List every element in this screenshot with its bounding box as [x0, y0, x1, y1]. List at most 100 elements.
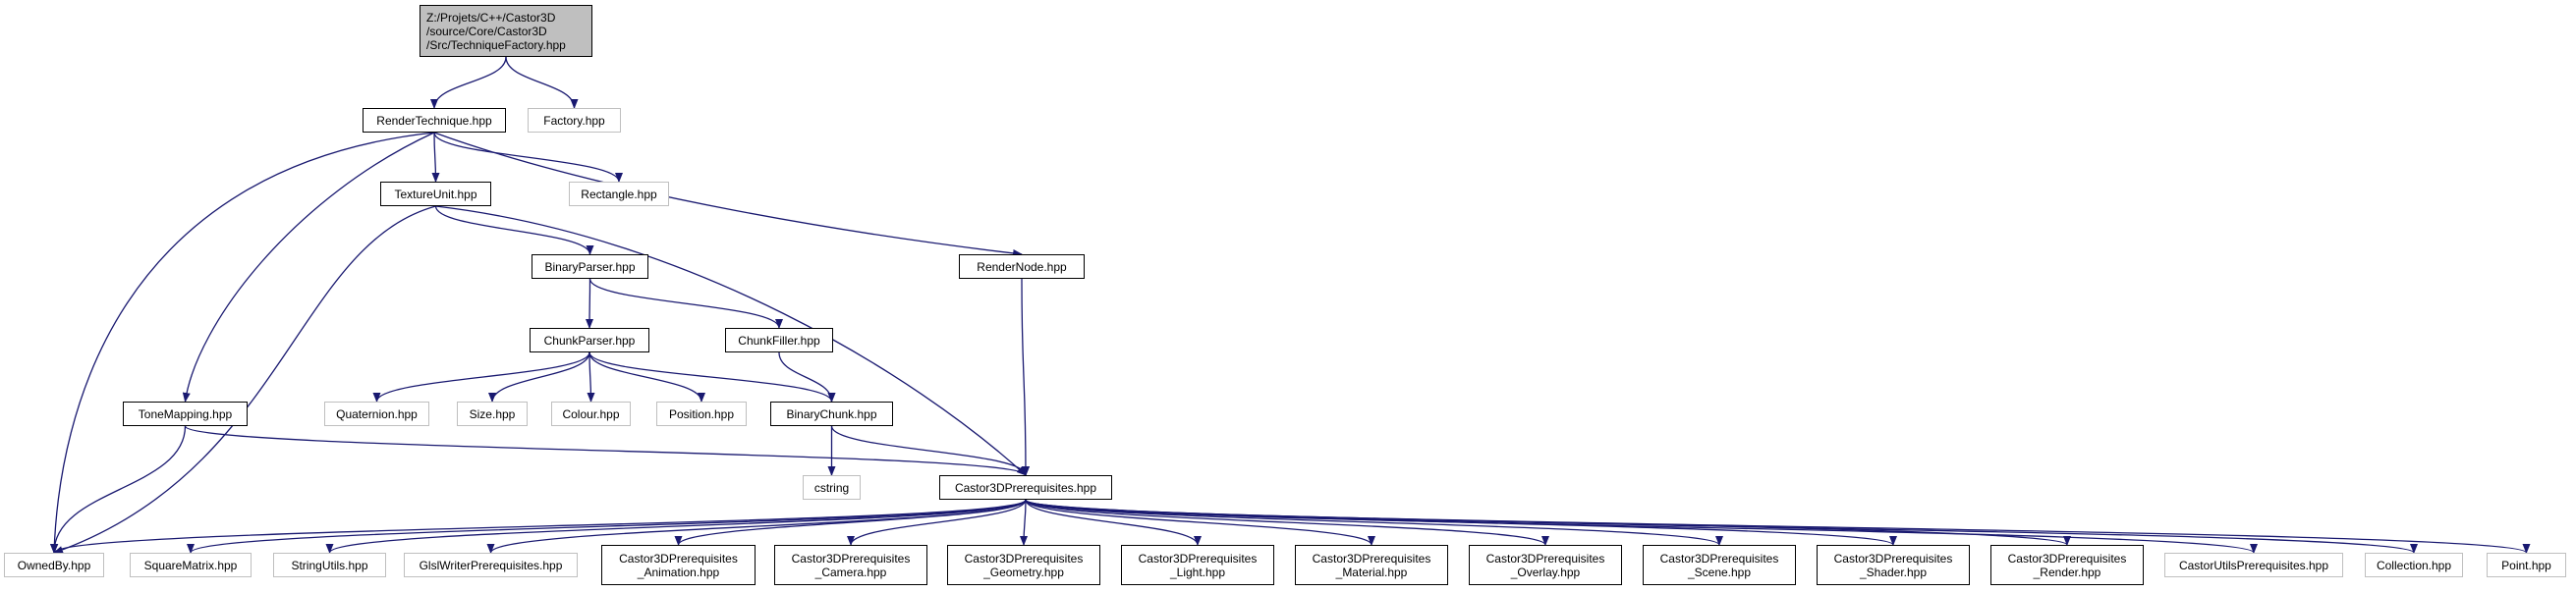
node-label-line: _Overlay.hpp	[1510, 565, 1581, 579]
node-rectangle[interactable]: Rectangle.hpp	[569, 182, 669, 206]
node-label-line: RenderNode.hpp	[977, 259, 1067, 274]
node-factory[interactable]: Factory.hpp	[528, 108, 621, 133]
edge-render-technique-to-render-node	[433, 132, 1023, 257]
edge-chunk-parser-to-size	[488, 351, 590, 403]
edge-castor3d-prereq-to-prereq-material	[1025, 499, 1375, 546]
node-colour[interactable]: Colour.hpp	[551, 402, 631, 426]
node-texture-unit[interactable]: TextureUnit.hpp	[380, 182, 491, 206]
edge-castor3d-prereq-to-owned-by	[50, 499, 1027, 554]
node-point[interactable]: Point.hpp	[2487, 553, 2566, 577]
node-prereq-light[interactable]: Castor3DPrerequisites_Light.hpp	[1121, 545, 1274, 585]
node-label-line: ToneMapping.hpp	[138, 406, 233, 421]
node-chunk-parser[interactable]: ChunkParser.hpp	[530, 328, 649, 352]
node-label-line: Position.hpp	[668, 406, 735, 421]
node-castor-utils-prereq[interactable]: CastorUtilsPrerequisites.hpp	[2164, 553, 2343, 577]
node-label-line: _Animation.hpp	[637, 565, 720, 579]
node-binary-chunk[interactable]: BinaryChunk.hpp	[770, 402, 893, 426]
edge-texture-unit-to-castor3d-prereq	[435, 205, 1027, 476]
edge-render-technique-to-texture-unit	[431, 132, 440, 183]
node-label-line: OwnedBy.hpp	[17, 558, 91, 572]
node-prereq-geometry[interactable]: Castor3DPrerequisites_Geometry.hpp	[947, 545, 1100, 585]
node-string-utils[interactable]: StringUtils.hpp	[273, 553, 386, 577]
node-label-line: Factory.hpp	[543, 113, 605, 128]
edge-castor3d-prereq-to-prereq-scene	[1025, 499, 1723, 546]
node-tone-mapping[interactable]: ToneMapping.hpp	[123, 402, 248, 426]
edge-castor3d-prereq-to-prereq-geometry	[1020, 499, 1029, 546]
node-label-line: Castor3DPrerequisites	[1659, 551, 1779, 566]
node-label-line: /source/Core/Castor3D	[426, 24, 547, 38]
edge-binary-parser-to-chunk-filler	[588, 278, 783, 329]
node-collection[interactable]: Collection.hpp	[2365, 553, 2463, 577]
node-cstring[interactable]: cstring	[803, 475, 861, 500]
node-prereq-overlay[interactable]: Castor3DPrerequisites_Overlay.hpp	[1469, 545, 1622, 585]
node-label-line: Castor3DPrerequisites	[1485, 551, 1605, 566]
node-render-technique[interactable]: RenderTechnique.hpp	[363, 108, 506, 133]
node-prereq-scene[interactable]: Castor3DPrerequisites_Scene.hpp	[1643, 545, 1796, 585]
node-label-line: ChunkParser.hpp	[543, 333, 636, 348]
edge-castor3d-prereq-to-prereq-light	[1025, 499, 1202, 546]
node-label-line: _Scene.hpp	[1687, 565, 1752, 579]
edge-binary-chunk-to-castor3d-prereq	[830, 425, 1030, 476]
node-label-line: Colour.hpp	[562, 406, 620, 421]
node-label-line: BinaryChunk.hpp	[786, 406, 877, 421]
node-label-line: Castor3DPrerequisites	[964, 551, 1084, 566]
node-prereq-animation[interactable]: Castor3DPrerequisites_Animation.hpp	[601, 545, 756, 585]
node-label-line: Z:/Projets/C++/Castor3D	[426, 10, 556, 25]
edge-binary-parser-to-chunk-parser	[586, 278, 594, 329]
edge-chunk-parser-to-position	[588, 351, 705, 403]
node-quaternion[interactable]: Quaternion.hpp	[324, 402, 429, 426]
edge-render-technique-to-rectangle	[433, 132, 623, 183]
node-glsl-writer-prereq[interactable]: GlslWriterPrerequisites.hpp	[404, 553, 578, 577]
edge-castor3d-prereq-to-prereq-overlay	[1025, 499, 1549, 546]
node-label-line: Quaternion.hpp	[336, 406, 418, 421]
node-owned-by[interactable]: OwnedBy.hpp	[4, 553, 104, 577]
node-label-line: Point.hpp	[2501, 558, 2551, 572]
node-binary-parser[interactable]: BinaryParser.hpp	[532, 254, 648, 279]
dependency-edges	[50, 56, 2530, 554]
node-chunk-filler[interactable]: ChunkFiller.hpp	[725, 328, 833, 352]
edge-castor3d-prereq-to-square-matrix	[187, 499, 1027, 554]
edge-castor3d-prereq-to-prereq-animation	[674, 499, 1027, 546]
node-label-line: cstring	[813, 480, 850, 495]
edge-chunk-filler-to-binary-chunk	[778, 351, 836, 403]
node-prereq-render[interactable]: Castor3DPrerequisites_Render.hpp	[1990, 545, 2144, 585]
edge-render-node-to-castor3d-prereq	[1021, 278, 1030, 476]
node-label-line: Castor3DPrerequisites.hpp	[954, 480, 1097, 495]
node-prereq-shader[interactable]: Castor3DPrerequisites_Shader.hpp	[1817, 545, 1970, 585]
edge-castor3d-prereq-to-castor-utils-prereq	[1025, 499, 2258, 554]
node-label-line: Size.hpp	[469, 406, 516, 421]
edge-render-technique-to-tone-mapping	[182, 132, 435, 403]
node-label-line: CastorUtilsPrerequisites.hpp	[2178, 558, 2329, 572]
node-label-line: StringUtils.hpp	[291, 558, 368, 572]
edge-texture-unit-to-owned-by	[53, 205, 436, 554]
node-label-line: _Material.hpp	[1335, 565, 1408, 579]
node-size[interactable]: Size.hpp	[457, 402, 528, 426]
node-label-line: TextureUnit.hpp	[394, 187, 477, 201]
node-root: Z:/Projets/C++/Castor3D/source/Core/Cast…	[420, 5, 592, 57]
node-label-line: Castor3DPrerequisites	[1138, 551, 1258, 566]
node-label-line: ChunkFiller.hpp	[738, 333, 820, 348]
node-square-matrix[interactable]: SquareMatrix.hpp	[130, 553, 252, 577]
node-label-line: _Geometry.hpp	[983, 565, 1064, 579]
edge-castor3d-prereq-to-point	[1025, 499, 2530, 554]
node-label-line: Castor3DPrerequisites	[791, 551, 911, 566]
node-label-line: BinaryParser.hpp	[544, 259, 636, 274]
edge-render-technique-to-owned-by	[50, 132, 435, 554]
node-label-line: Collection.hpp	[2376, 558, 2452, 572]
node-label-line: SquareMatrix.hpp	[143, 558, 238, 572]
node-label-line: Castor3DPrerequisites	[619, 551, 738, 566]
edge-tone-mapping-to-owned-by	[50, 425, 187, 554]
edge-chunk-parser-to-colour	[587, 351, 595, 403]
node-render-node[interactable]: RenderNode.hpp	[959, 254, 1085, 279]
node-prereq-camera[interactable]: Castor3DPrerequisites_Camera.hpp	[774, 545, 927, 585]
node-prereq-material[interactable]: Castor3DPrerequisites_Material.hpp	[1295, 545, 1448, 585]
node-position[interactable]: Position.hpp	[656, 402, 747, 426]
edge-chunk-parser-to-quaternion	[372, 351, 590, 403]
node-label-line: _Shader.hpp	[1859, 565, 1928, 579]
node-label-line: GlslWriterPrerequisites.hpp	[419, 558, 563, 572]
edge-tone-mapping-to-castor3d-prereq	[184, 425, 1030, 476]
node-label-line: _Camera.hpp	[814, 565, 887, 579]
node-castor3d-prereq[interactable]: Castor3DPrerequisites.hpp	[939, 475, 1112, 500]
